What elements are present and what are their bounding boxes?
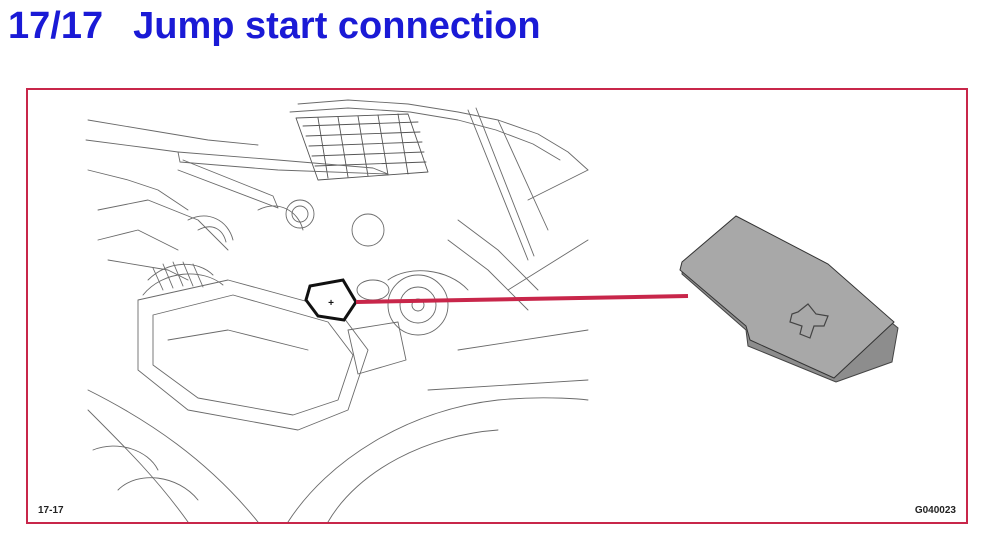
positive-terminal-cover (679, 215, 899, 383)
section-number: 17/17 (8, 5, 104, 47)
section-title: Jump start connection (133, 5, 541, 47)
figure-illustration: + (85, 99, 899, 522)
figure-label-right: G040023 (914, 505, 956, 516)
engine-bay-drawing (85, 99, 589, 522)
page-heading: 17/17 Jump start connection (8, 2, 541, 50)
svg-text:+: + (328, 298, 334, 309)
figure-frame: + 17-17 G040023 (26, 88, 968, 524)
plus-symbol-icon (789, 303, 829, 339)
terminal-highlight: + (304, 278, 358, 322)
leader-line (355, 294, 689, 304)
figure-label-left: 17-17 (38, 505, 64, 516)
